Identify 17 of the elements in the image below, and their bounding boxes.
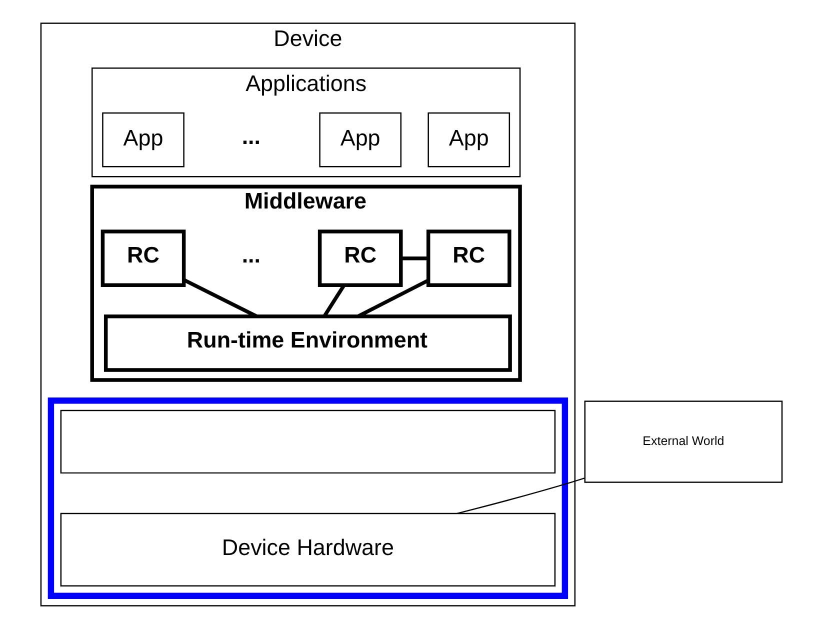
connector [322,284,346,318]
cluster [48,397,568,599]
node-box: App [319,112,402,168]
node-box: RC [100,230,186,288]
node-box [60,410,556,474]
connector [457,478,585,514]
label: ... [242,242,261,268]
node-box: RC [318,230,403,288]
node-box: Run-time Environment [104,314,512,372]
node-box: App [428,112,510,168]
connector [401,256,428,260]
node-box: Device Hardware [60,512,556,586]
node-box: External World [584,400,783,483]
node-box: RC [426,230,512,288]
node-box: App [102,112,184,168]
connector [183,278,258,318]
label: ... [242,124,261,150]
